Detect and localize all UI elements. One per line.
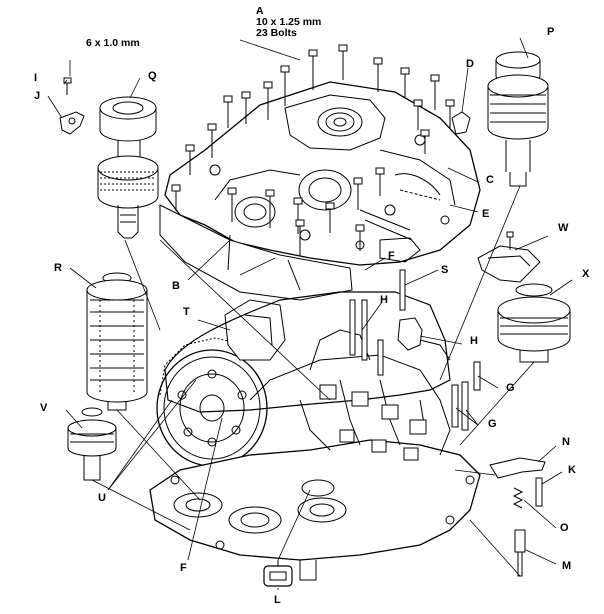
transmission-housing (159, 81, 481, 301)
part-P-shaft-gears (97, 96, 159, 239)
spec-A-count: 23 Bolts (256, 27, 297, 39)
part-W-bracket (477, 231, 541, 283)
callout-E: E (482, 208, 490, 220)
callout-O: P (547, 26, 555, 38)
callout-F-upper: F (388, 250, 395, 262)
callout-S: S (441, 264, 449, 276)
callout-B: B (172, 280, 180, 292)
callout-C: C (486, 174, 494, 186)
spec-small-bolt: 6 x 1.0 mm (86, 37, 140, 49)
callout-N: M (562, 560, 572, 572)
leader-lines (47, 37, 573, 590)
part-J-bracket (59, 111, 85, 135)
part-T-cover (224, 299, 286, 361)
callout-H-lower: H (470, 335, 478, 347)
callout-U: U (98, 492, 106, 504)
part-R-inset (263, 560, 293, 587)
callout-I: I (34, 72, 38, 84)
callout-X: X (582, 268, 590, 280)
bolts-23 (171, 44, 455, 256)
part-K-shaft (535, 477, 543, 507)
callout-H-upper: H (380, 294, 388, 306)
callout-M: O (560, 522, 569, 534)
callout-P: Q (148, 70, 157, 82)
callout-R: L (274, 594, 281, 606)
spec-A-letter: A (256, 5, 264, 17)
part-N-pin (514, 529, 526, 577)
callout-T: T (183, 306, 190, 318)
spec-A-size: 10 x 1.25 mm (256, 16, 322, 28)
part-V-pinion-shaft (67, 407, 117, 481)
callout-G-lower: G (488, 418, 497, 430)
parts-G-H-dowels-pipes (349, 269, 481, 431)
part-S-gasket (164, 291, 451, 413)
part-D-bracket (451, 111, 471, 135)
part-Q-gear-stack (86, 272, 148, 411)
part-O-mainshaft (487, 51, 549, 187)
callout-K: K (568, 464, 576, 476)
callout-J: J (34, 90, 41, 102)
part-I-bolt (63, 77, 72, 95)
callout-L: N (562, 436, 570, 448)
callout-F-lower: F (180, 562, 187, 574)
part-L-lever (489, 457, 546, 479)
callout-W: W (558, 222, 569, 234)
callout-V: V (40, 402, 48, 414)
callout-Q: R (54, 262, 62, 274)
lower-transmission-case (149, 329, 481, 581)
callout-G-upper: G (506, 382, 515, 394)
callout-D: D (466, 58, 474, 70)
part-M-spring (512, 487, 524, 509)
part-X-clutch-drum (497, 283, 571, 363)
